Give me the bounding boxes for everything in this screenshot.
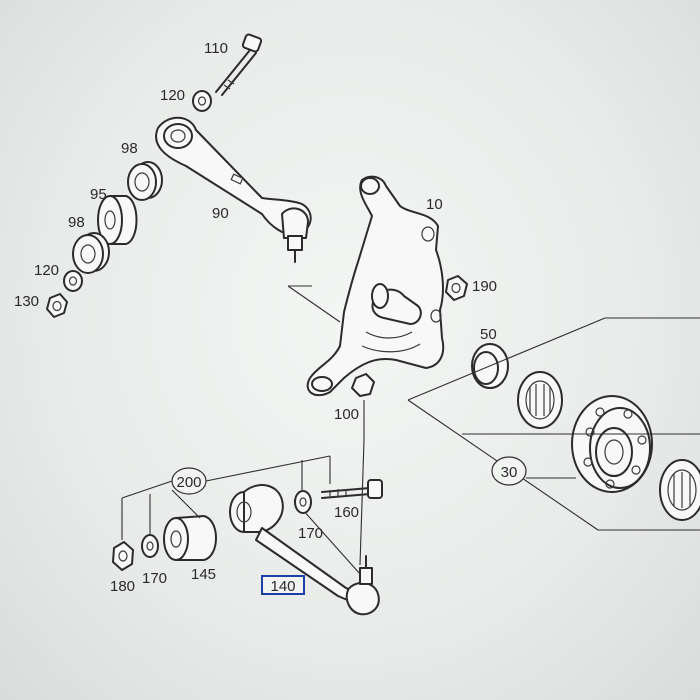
callout-190[interactable]: 190 bbox=[472, 278, 497, 295]
callout-180[interactable]: 180 bbox=[110, 578, 135, 595]
leader-lines bbox=[121, 285, 365, 566]
callout-90[interactable]: 90 bbox=[212, 205, 229, 222]
nut-100[interactable] bbox=[351, 373, 375, 397]
bearing-inner[interactable] bbox=[659, 459, 700, 521]
callout-30: 30 bbox=[501, 464, 518, 481]
callout-50[interactable]: 50 bbox=[480, 326, 497, 343]
callout-labels: 110 120 98 95 98 120 130 90 10 190 50 10… bbox=[14, 40, 497, 595]
callout-170-right[interactable]: 170 bbox=[298, 525, 323, 542]
callout-30-group[interactable]: 30 bbox=[491, 456, 527, 486]
callout-140-group[interactable]: 140 bbox=[261, 575, 305, 595]
callout-98-lower[interactable]: 98 bbox=[68, 214, 85, 231]
washer-170-left[interactable] bbox=[141, 534, 159, 558]
bushing-98-upper[interactable] bbox=[127, 161, 163, 201]
hub-group-bracket bbox=[407, 317, 700, 531]
wheel-hub[interactable] bbox=[571, 395, 653, 493]
washer-120-lower[interactable] bbox=[63, 270, 83, 292]
callout-160[interactable]: 160 bbox=[334, 504, 359, 521]
nut-130[interactable] bbox=[46, 293, 68, 318]
callout-10[interactable]: 10 bbox=[426, 196, 443, 213]
bushing-98-lower[interactable] bbox=[72, 232, 110, 274]
nut-180[interactable] bbox=[112, 541, 134, 571]
callout-140: 140 bbox=[270, 578, 295, 595]
nut-190[interactable] bbox=[445, 275, 468, 301]
callout-170-left[interactable]: 170 bbox=[142, 570, 167, 587]
callout-120-lower[interactable]: 120 bbox=[34, 262, 59, 279]
washer-120-upper[interactable] bbox=[192, 90, 212, 112]
bushing-145[interactable] bbox=[163, 515, 217, 561]
callout-110[interactable]: 110 bbox=[204, 40, 228, 57]
bushing-95[interactable] bbox=[97, 195, 138, 245]
upper-control-arm-90[interactable] bbox=[155, 116, 312, 263]
callout-95[interactable]: 95 bbox=[90, 186, 107, 203]
lower-control-arm-140[interactable] bbox=[229, 484, 380, 616]
callout-100[interactable]: 100 bbox=[334, 406, 359, 423]
callout-120-upper[interactable]: 120 bbox=[160, 87, 185, 104]
bolt-110[interactable] bbox=[215, 33, 263, 96]
steering-knuckle-10[interactable] bbox=[306, 175, 445, 397]
bearing-outer[interactable] bbox=[517, 371, 563, 429]
callout-145[interactable]: 145 bbox=[191, 566, 216, 583]
callout-98-upper[interactable]: 98 bbox=[121, 140, 138, 157]
bolt-160[interactable] bbox=[321, 479, 383, 499]
washer-170-right[interactable] bbox=[294, 490, 312, 514]
callout-200-group[interactable]: 200 bbox=[171, 467, 207, 495]
callout-130[interactable]: 130 bbox=[14, 293, 39, 310]
callout-200: 200 bbox=[176, 474, 201, 491]
